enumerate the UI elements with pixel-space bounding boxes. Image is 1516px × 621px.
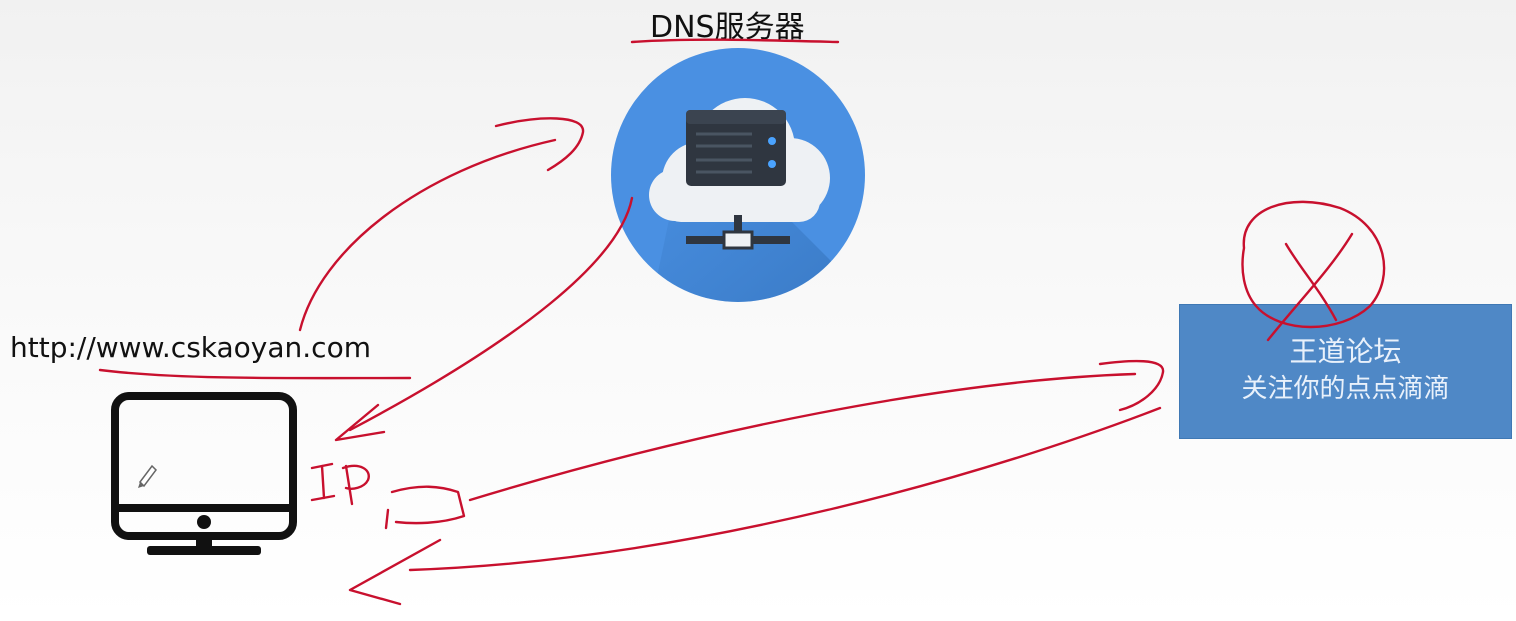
pencil-cursor-icon xyxy=(138,464,157,488)
packet-bracket xyxy=(384,485,466,530)
underline-dns xyxy=(630,38,840,44)
arrow-client-to-web xyxy=(468,372,1137,502)
arrow-dns-to-client xyxy=(348,196,634,432)
desktop-computer-icon xyxy=(111,392,297,555)
web-server-box: 王道论坛 关注你的点点滴滴 xyxy=(1179,304,1512,439)
handwritten-annotations xyxy=(98,38,1386,606)
cloud-server-icon xyxy=(611,48,865,302)
underline-url xyxy=(98,368,412,380)
arrow-client-to-dns xyxy=(298,138,557,332)
cross-circle xyxy=(1241,200,1386,329)
web-server-subtitle: 关注你的点点滴滴 xyxy=(1241,374,1450,404)
handwritten-ip-label xyxy=(310,462,370,506)
arrow-web-to-client xyxy=(408,406,1162,572)
web-server-title: 王道论坛 xyxy=(1289,335,1402,368)
client-url-label: http://www.cskaoyan.com xyxy=(10,331,371,364)
